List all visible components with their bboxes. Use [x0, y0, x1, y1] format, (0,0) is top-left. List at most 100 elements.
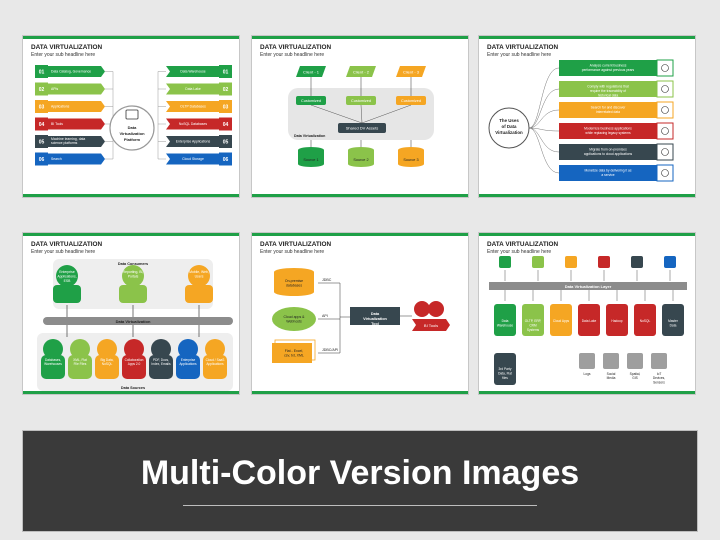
top-accent-bar	[23, 233, 239, 236]
consumer-label: Users	[195, 275, 204, 279]
target-5: Hadoop	[606, 290, 628, 336]
item-number: 02	[223, 87, 229, 93]
source-label: Warehouses	[44, 362, 62, 366]
svg-text:of Data: of Data	[502, 124, 517, 129]
slide-thumbnail-3[interactable]: DATA VIRTUALIZATION Enter your sub headl…	[478, 35, 696, 198]
bottom-source-label: GIS	[632, 376, 638, 380]
slide-thumbnail-1[interactable]: DATA VIRTUALIZATION Enter your sub headl…	[22, 35, 240, 198]
use-label: Monetize data by delivering it as	[584, 169, 631, 173]
slide-thumbnail-5[interactable]: DATA VIRTUALIZATION Enter your sub headl…	[251, 232, 469, 395]
link-label: API	[322, 314, 328, 318]
consumer-label: ESB	[64, 279, 72, 283]
item-label: Search	[51, 157, 62, 161]
banner-title: Multi-Color Version Images	[140, 454, 580, 492]
top-accent-bar	[23, 36, 239, 39]
target-label: Master	[668, 319, 679, 323]
top-accent-bar	[252, 36, 468, 39]
client-label: Client - 1	[303, 70, 320, 75]
bottom-accent-bar	[479, 391, 695, 394]
layer-label: Data Virtualization Layer	[565, 284, 612, 289]
bottom-source-label: Spatial,	[630, 372, 641, 376]
item-label: NoSQL Databases	[179, 122, 207, 126]
slide-title: DATA VIRTUALIZATION	[31, 44, 103, 51]
consumer-2: Reporting, BI,Portals	[119, 265, 147, 317]
svg-text:Platform: Platform	[124, 137, 141, 142]
item-number: 05	[223, 140, 229, 146]
third-party-label: files	[502, 376, 508, 380]
slide-thumbnail-2[interactable]: DATA VIRTUALIZATION Enter your sub headl…	[251, 35, 469, 198]
target-label: Data Lake	[582, 319, 597, 323]
consumer-label: Reporting, BI,	[123, 270, 144, 274]
bottom-accent-bar	[23, 194, 239, 197]
consumer-label: Portals	[128, 275, 139, 279]
slide-subtitle: Enter your sub headline here	[260, 52, 325, 58]
item-number: 03	[39, 105, 45, 111]
slide-thumbnail-4[interactable]: DATA VIRTUALIZATION Enter your sub headl…	[22, 232, 240, 395]
layer-label: Data Virtualization	[294, 134, 325, 138]
bi-icon	[428, 301, 444, 317]
bottom-accent-bar	[252, 194, 468, 197]
item-number: 06	[39, 157, 45, 163]
client-label: Client - 2	[353, 70, 370, 75]
use-icon	[661, 106, 669, 114]
center-label: Data	[128, 125, 137, 130]
source-label: Source 3	[403, 158, 418, 162]
bottom-source-label: Logs	[584, 372, 591, 376]
item-label: Machine learning, data	[51, 137, 85, 141]
bottom-source-label: Sensors	[653, 380, 665, 384]
source-label: XML, Flat	[73, 358, 87, 362]
source-label: Source 1	[303, 158, 318, 162]
source-label: Applications	[179, 362, 197, 366]
customized-label: Customized	[351, 99, 371, 103]
source-label: Collaboration	[125, 358, 144, 362]
target-4: Data Lake	[578, 290, 600, 336]
target-label: Data	[670, 324, 677, 328]
consumer-label: Mobile, Web,	[189, 270, 209, 274]
input-label: On-premise	[285, 279, 303, 283]
slide-title: DATA VIRTUALIZATION	[487, 44, 559, 51]
item-number: 05	[39, 140, 45, 146]
use-label: performance against previous years	[582, 68, 635, 72]
slide-title: DATA VIRTUALIZATION	[31, 241, 103, 248]
source-label: Databases,	[45, 358, 61, 362]
bottom-accent-bar	[479, 194, 695, 197]
target-label: CRM	[529, 324, 537, 328]
source-icon	[598, 256, 610, 268]
use-label: historical data	[598, 94, 619, 98]
item-label: Applications	[51, 105, 70, 109]
tool-label: Tool	[371, 322, 379, 326]
item-number: 04	[39, 122, 45, 128]
top-accent-bar	[479, 233, 695, 236]
slide-subtitle: Enter your sub headline here	[31, 52, 96, 58]
source-icon	[565, 256, 577, 268]
use-icon	[661, 127, 669, 135]
bottom-accent-bar	[252, 391, 468, 394]
target-label: Warehouse	[497, 324, 513, 328]
item-label: science platforms	[51, 141, 78, 145]
use-label: applications to cloud applications	[584, 152, 633, 156]
item-label: OLTP Databases	[180, 105, 206, 109]
source-label: Applications	[206, 362, 224, 366]
link-label: JDBC/API	[322, 348, 338, 352]
target-label: Data	[502, 319, 509, 323]
bottom-source-1: Logs	[579, 353, 595, 376]
source-label: Cloud / SaaS	[206, 358, 225, 362]
third-party-label: 3rd Party	[499, 367, 512, 371]
banner-divider	[183, 505, 537, 506]
tool-label: Virtualization	[363, 317, 387, 321]
slide-thumbnail-6[interactable]: DATA VIRTUALIZATION Enter your sub headl…	[478, 232, 696, 395]
slide-subtitle: Enter your sub headline here	[487, 249, 552, 255]
source-icon	[664, 256, 676, 268]
